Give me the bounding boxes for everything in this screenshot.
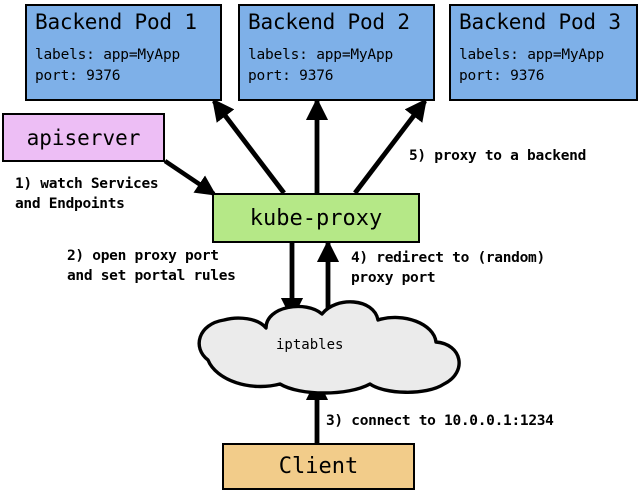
step-4-label: 4) redirect to (random) proxy port	[351, 248, 545, 288]
step-2-line-1: 2) open proxy port	[67, 248, 219, 264]
pod-title: Backend Pod 2	[248, 10, 410, 34]
pod-port-line: port: 9376	[35, 68, 121, 84]
kube-proxy-node[interactable]: kube-proxy	[212, 193, 420, 243]
step-1-line-2: and Endpoints	[15, 196, 125, 212]
iptables-cloud	[188, 298, 468, 400]
backend-pod-1[interactable]: Backend Pod 1 labels: app=MyApp port: 93…	[25, 4, 222, 101]
apiserver-label: apiserver	[26, 125, 141, 150]
pod-labels-line: labels: app=MyApp	[459, 47, 605, 63]
edge-kubeproxy-to-pod1	[212, 98, 286, 195]
backend-pod-2[interactable]: Backend Pod 2 labels: app=MyApp port: 93…	[238, 4, 435, 101]
pod-port-line: port: 9376	[248, 68, 334, 84]
kube-proxy-label: kube-proxy	[249, 205, 383, 231]
pod-labels-line: labels: app=MyApp	[35, 47, 181, 63]
step-2-line-2: and set portal rules	[67, 268, 236, 284]
backend-pod-3[interactable]: Backend Pod 3 labels: app=MyApp port: 93…	[449, 4, 638, 101]
pod-port-line: port: 9376	[459, 68, 545, 84]
step-3-label: 3) connect to 10.0.0.1:1234	[326, 411, 554, 431]
pod-labels-line: labels: app=MyApp	[248, 47, 394, 63]
step-3-line-1: 3) connect to 10.0.0.1:1234	[326, 413, 554, 429]
apiserver-node[interactable]: apiserver	[2, 113, 165, 162]
edge-kubeproxy-to-pod3	[353, 98, 427, 195]
pod-title: Backend Pod 1	[35, 10, 197, 34]
client-node[interactable]: Client	[222, 443, 415, 490]
client-label: Client	[278, 454, 359, 479]
edge-apiserver-to-kubeproxy	[163, 159, 217, 196]
iptables-label: iptables	[276, 337, 344, 353]
step-1-line-1: 1) watch Services	[15, 176, 159, 192]
step-4-line-2: proxy port	[351, 270, 436, 286]
step-1-label: 1) watch Services and Endpoints	[15, 174, 159, 214]
pod-title: Backend Pod 3	[459, 10, 621, 34]
step-5-label: 5) proxy to a backend	[409, 146, 586, 166]
step-2-label: 2) open proxy port and set portal rules	[67, 246, 236, 286]
step-5-line-1: 5) proxy to a backend	[409, 148, 587, 164]
step-4-line-1: 4) redirect to (random)	[351, 250, 545, 266]
